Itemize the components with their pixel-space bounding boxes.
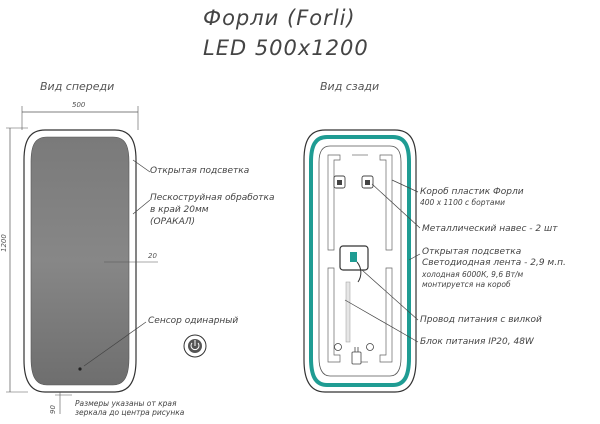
box-label-1: Короб пластик Форли: [420, 187, 524, 197]
power-cable: [345, 281, 351, 343]
sandblast-label-3: (ОРАКАЛ): [150, 217, 196, 227]
mirror-surface: [30, 136, 130, 386]
power-supply-block: [339, 245, 369, 283]
height-label: 1200: [0, 234, 8, 252]
screw-bottom-right: [366, 343, 374, 351]
front-view-caption: Вид спереди: [40, 80, 115, 93]
sensor-dot: [78, 367, 82, 371]
width-label: 500: [72, 101, 86, 109]
front-backlight-label: Открытая подсветка: [150, 166, 250, 176]
dimension-note-1: Размеры указаны от края: [75, 399, 177, 408]
led-label-3: холодная 6000К, 9,6 Вт/м: [422, 270, 524, 279]
led-strip: [309, 135, 411, 387]
back-view: [303, 129, 421, 393]
back-view-caption: Вид сзади: [320, 80, 380, 93]
sensor-button-icon: [183, 334, 207, 358]
metal-hanger-left: [333, 175, 346, 189]
led-label-2: Светодиодная лента - 2,9 м.п.: [422, 258, 566, 268]
led-label-4: монтируется на короб: [422, 280, 511, 289]
dimension-note-2: зеркала до центра рисунка: [75, 408, 185, 417]
sensor-label: Сенсор одинарный: [148, 316, 239, 326]
screw-bottom-left: [334, 343, 342, 351]
back-leader-lines: [344, 179, 421, 343]
height-dimension: [6, 127, 28, 393]
sandblast-label-2: в край 20мм: [150, 205, 209, 215]
box-rails: [327, 154, 393, 363]
cable-label: Провод питания с вилкой: [420, 315, 542, 325]
sandblast-label-1: Пескоструйная обработка: [150, 193, 275, 203]
plug-icon: [351, 347, 362, 365]
width-dimension: [21, 106, 139, 130]
psu-label: Блок питания IP20, 48W: [420, 337, 534, 347]
diagram-title-line2: LED 500x1200: [203, 36, 369, 60]
sensor-offset-label: 90: [49, 405, 57, 414]
diagram-title-line1: Форли (Forli): [203, 6, 356, 30]
box-label-2: 400 х 1100 с бортами: [420, 198, 505, 207]
hanger-label: Металлический навес - 2 шт: [422, 224, 558, 234]
led-label-1: Открытая подсветка: [422, 247, 522, 257]
front-view: [6, 106, 207, 414]
metal-hanger-right: [361, 175, 374, 189]
plastic-box: [318, 145, 402, 377]
edge-label: 20: [148, 252, 157, 260]
